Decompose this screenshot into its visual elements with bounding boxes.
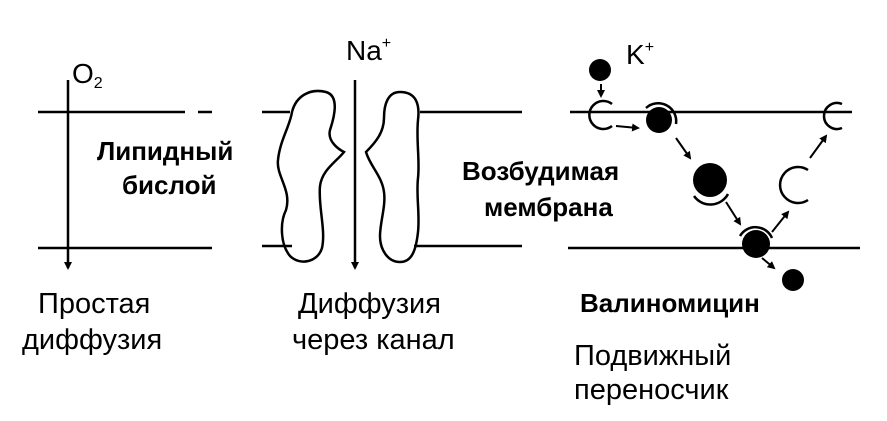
carrier-return-arrow-2 (809, 134, 828, 159)
potassium-ion-label: K+ (626, 40, 654, 69)
lipid-bilayer-label-line1: Липидный (97, 136, 234, 166)
sodium-charge: + (381, 35, 392, 52)
ion-release-arrow (761, 257, 776, 270)
potassium-symbol: K (626, 39, 645, 70)
complex-descent-arrow-2 (725, 201, 742, 226)
valinomycin-label: Валиномицин (580, 288, 760, 318)
carrier-ion-complex-bottom (742, 230, 770, 258)
potassium-ion-inside (782, 269, 804, 291)
mobile-carrier-label-line1: Подвижный (574, 340, 732, 372)
complex-descent-arrow-1 (675, 137, 692, 160)
oxygen-symbol: O (72, 58, 94, 89)
channel-diffusion-label-line1: Диффузия (298, 288, 441, 320)
channel-protein-left (276, 89, 346, 263)
simple-diffusion-section (38, 80, 212, 270)
potassium-charge: + (644, 39, 655, 56)
oxygen-label: O2 (72, 60, 103, 92)
carrier-return-arrow-1 (771, 210, 790, 233)
channel-protein-right (364, 90, 420, 264)
carrier-wrap-middle (692, 193, 730, 206)
lipid-bilayer-label-line2: бислой (122, 170, 217, 200)
excitable-membrane-label-line1: Возбудимая (462, 156, 620, 186)
empty-carrier-returning (778, 165, 809, 205)
mobile-carrier-section (568, 59, 860, 291)
sodium-symbol: Na (346, 35, 382, 66)
oxygen-subscript: 2 (93, 75, 103, 92)
mobile-carrier-label-line2: переносчик (574, 374, 729, 406)
simple-diffusion-label-line1: Простая (38, 288, 151, 320)
carrier-ion-complex-middle (693, 163, 727, 197)
carrier-wrap-bottom (738, 225, 774, 239)
empty-carrier-top-right (822, 101, 843, 131)
excitable-membrane-label-line2: мембрана (484, 192, 613, 222)
empty-carrier-top (588, 99, 613, 131)
channel-diffusion-section (262, 80, 522, 270)
sodium-ion-label: Na+ (346, 36, 391, 65)
potassium-ion-outside (589, 59, 611, 81)
channel-diffusion-label-line2: через канал (292, 324, 455, 356)
carrier-shift-arrow (615, 123, 640, 132)
simple-diffusion-label-line2: диффузия (22, 324, 163, 356)
carrier-wrap-top (645, 101, 678, 125)
carrier-ion-complex-top (646, 107, 672, 133)
